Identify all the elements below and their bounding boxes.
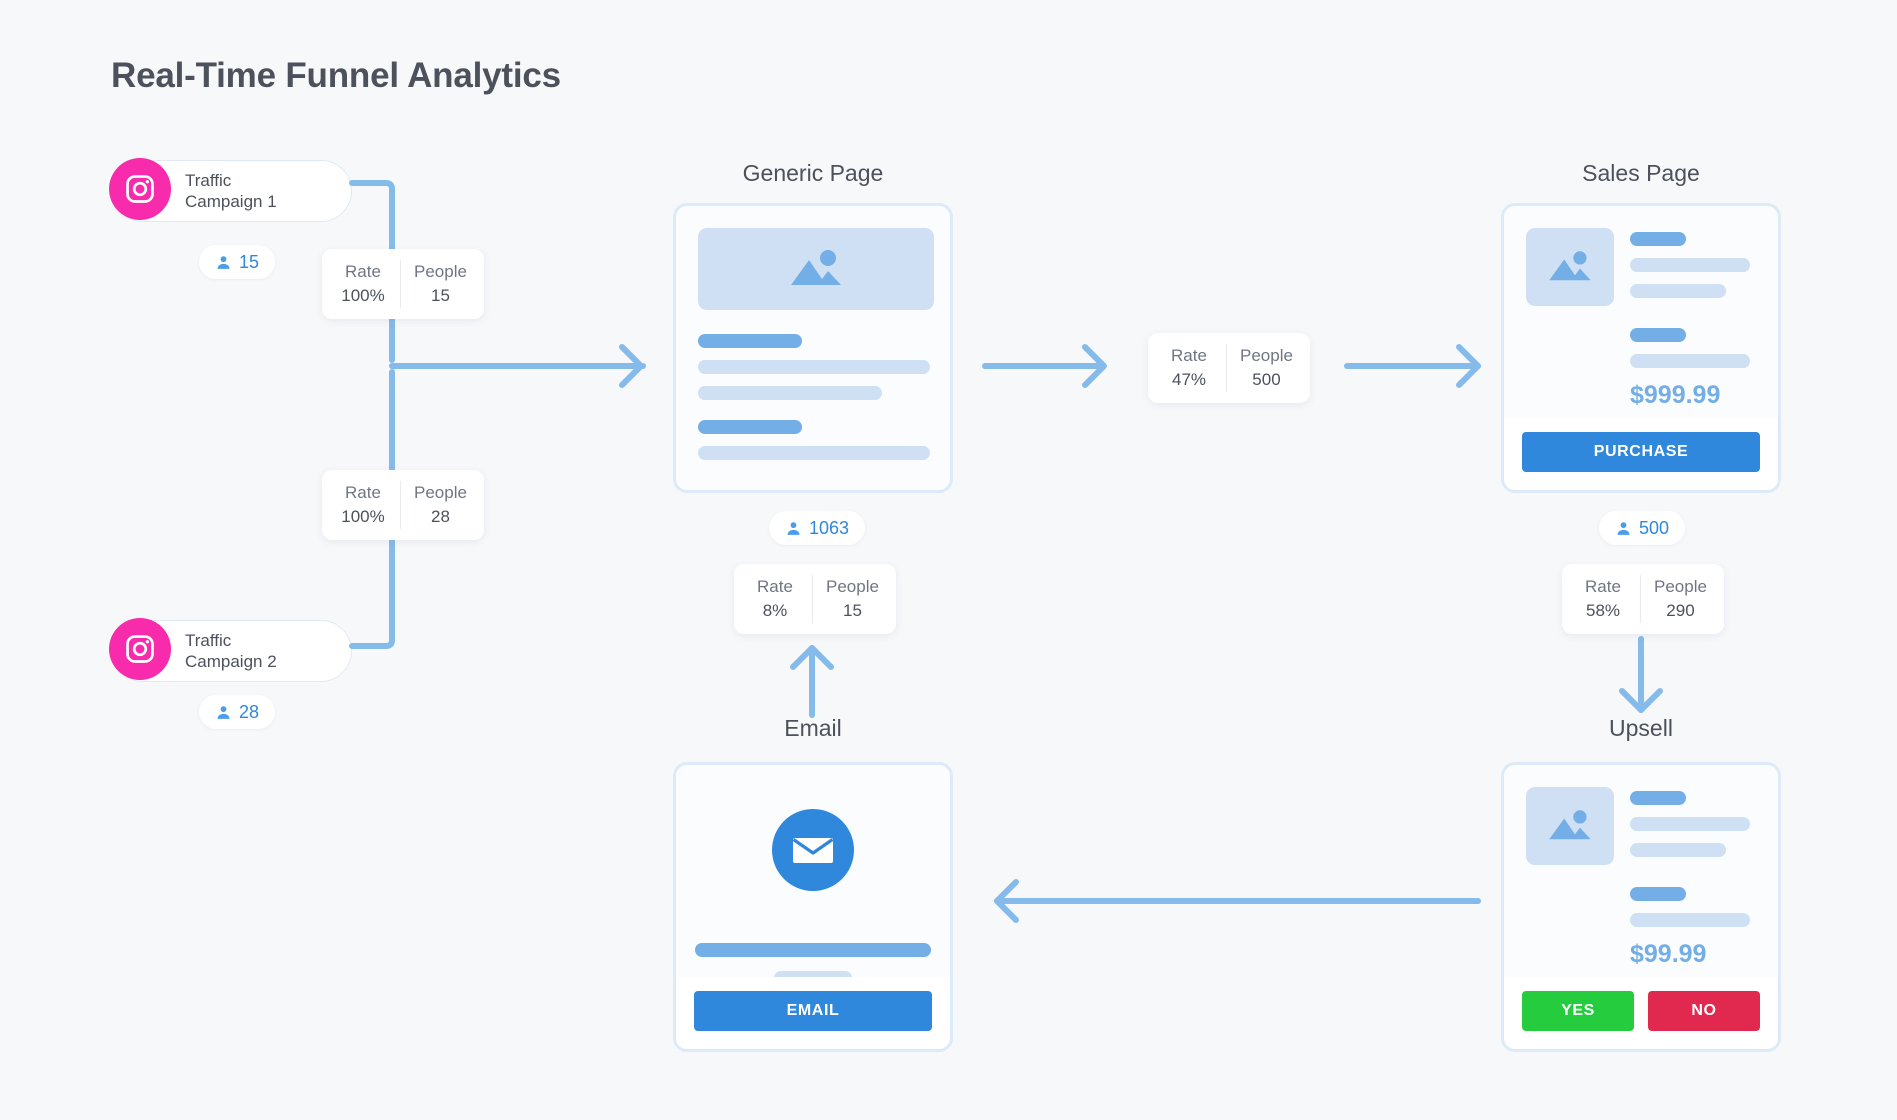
stat-rate-value: 100% (341, 507, 385, 526)
stat-campaign-2: Rate 100% People 28 (322, 470, 484, 540)
traffic-campaign-1-label: Traffic Campaign 1 (185, 171, 277, 211)
people-count: 28 (239, 701, 260, 722)
content-bar (1630, 232, 1686, 246)
people-count: 1063 (809, 517, 850, 538)
purchase-button[interactable]: PURCHASE (1522, 432, 1760, 472)
sales-page-people-badge: 500 (1599, 511, 1686, 545)
envelope-glyph (792, 838, 834, 863)
person-icon (787, 521, 800, 535)
mountain-image-icon (1549, 251, 1591, 281)
generic-page-people-badge: 1063 (769, 511, 866, 545)
generic-page-card[interactable] (673, 203, 953, 493)
no-button[interactable]: NO (1648, 991, 1760, 1031)
sales-page-title: Sales Page (1582, 160, 1700, 186)
mountain-image-icon (1549, 810, 1591, 840)
content-bar (695, 943, 931, 957)
stat-people: People 15 (400, 260, 480, 308)
stat-upsell-to-email: Rate 8% People 15 (734, 564, 896, 634)
stat-rate-label: Rate (1171, 346, 1207, 365)
stat-rate-label: Rate (757, 577, 793, 596)
people-count: 15 (239, 251, 260, 272)
person-icon (217, 705, 230, 719)
traffic-campaign-2-label: Traffic Campaign 2 (185, 631, 277, 671)
sales-page-price: $999.99 (1630, 381, 1721, 409)
image-placeholder-icon (1526, 228, 1614, 306)
stat-rate-label: Rate (1585, 577, 1621, 596)
traffic-campaign-2-people-badge: 28 (199, 695, 276, 729)
stat-people-label: People (826, 577, 879, 596)
content-bar (1630, 913, 1750, 927)
email-card[interactable]: EMAIL (673, 762, 953, 1052)
generic-page-title: Generic Page (742, 160, 884, 186)
upsell-price: $99.99 (1630, 940, 1707, 968)
stat-people-value: 500 (1252, 370, 1281, 389)
content-bar (1630, 354, 1750, 368)
stat-rate-value: 58% (1585, 601, 1621, 620)
content-bar (698, 334, 802, 348)
envelope-icon (772, 809, 854, 891)
image-placeholder-icon (1526, 787, 1614, 865)
content-bar (1630, 328, 1686, 342)
stat-rate: Rate 58% (1566, 575, 1640, 623)
stat-people: People 500 (1226, 344, 1306, 392)
stat-people: People 15 (812, 575, 892, 623)
content-bar (698, 420, 802, 434)
stat-rate: Rate 8% (738, 575, 812, 623)
email-title: Email (784, 715, 842, 741)
people-count: 500 (1639, 517, 1670, 538)
stat-people-label: People (1240, 346, 1293, 365)
stat-campaign-1: Rate 100% People 15 (322, 249, 484, 319)
email-button[interactable]: EMAIL (694, 991, 932, 1031)
upsell-footer: YES NO (1504, 977, 1778, 1049)
sales-page-card[interactable]: $999.99 PURCHASE (1501, 203, 1781, 493)
person-icon (217, 255, 230, 269)
content-bar (1630, 817, 1750, 831)
stat-rate: Rate 100% (326, 481, 400, 529)
content-bar (1630, 887, 1686, 901)
upsell-title: Upsell (1609, 715, 1673, 741)
stat-people-value: 15 (431, 286, 450, 305)
content-bar (698, 386, 882, 400)
traffic-campaign-2-node[interactable]: Traffic Campaign 2 (109, 618, 352, 682)
stat-rate: Rate 100% (326, 260, 400, 308)
stat-people-label: People (414, 483, 467, 502)
yes-button[interactable]: YES (1522, 991, 1634, 1031)
stat-rate: Rate 47% (1152, 344, 1226, 392)
stat-rate-label: Rate (345, 262, 381, 281)
page-title: Real-Time Funnel Analytics (111, 56, 561, 95)
content-bar (1630, 258, 1750, 272)
traffic-campaign-1-node[interactable]: Traffic Campaign 1 (109, 158, 352, 222)
person-icon (1617, 521, 1630, 535)
content-bar (698, 446, 930, 460)
content-bar (1630, 791, 1686, 805)
stat-people-value: 15 (843, 601, 862, 620)
stat-rate-value: 47% (1171, 370, 1207, 389)
mountain-image-icon (791, 250, 841, 285)
content-bar (1630, 843, 1726, 857)
content-bar (698, 360, 930, 374)
traffic-campaign-1-people-badge: 15 (199, 245, 276, 279)
stat-rate-label: Rate (345, 483, 381, 502)
stat-people-label: People (1654, 577, 1707, 596)
upsell-card[interactable]: $99.99 YES NO (1501, 762, 1781, 1052)
instagram-icon (109, 158, 171, 220)
stat-rate-value: 100% (341, 286, 385, 305)
sales-page-footer: PURCHASE (1504, 418, 1778, 490)
stat-sales-to-upsell: Rate 58% People 290 (1562, 564, 1724, 634)
stat-people-value: 290 (1666, 601, 1695, 620)
image-placeholder-icon (698, 228, 934, 310)
stat-people: People 290 (1640, 575, 1720, 623)
stat-rate-value: 8% (762, 601, 788, 620)
stat-people-label: People (414, 262, 467, 281)
content-bar (1630, 284, 1726, 298)
email-footer: EMAIL (676, 977, 950, 1049)
stat-people: People 28 (400, 481, 480, 529)
stat-generic-to-sales: Rate 47% People 500 (1148, 333, 1310, 403)
instagram-icon (109, 618, 171, 680)
stat-people-value: 28 (431, 507, 450, 526)
